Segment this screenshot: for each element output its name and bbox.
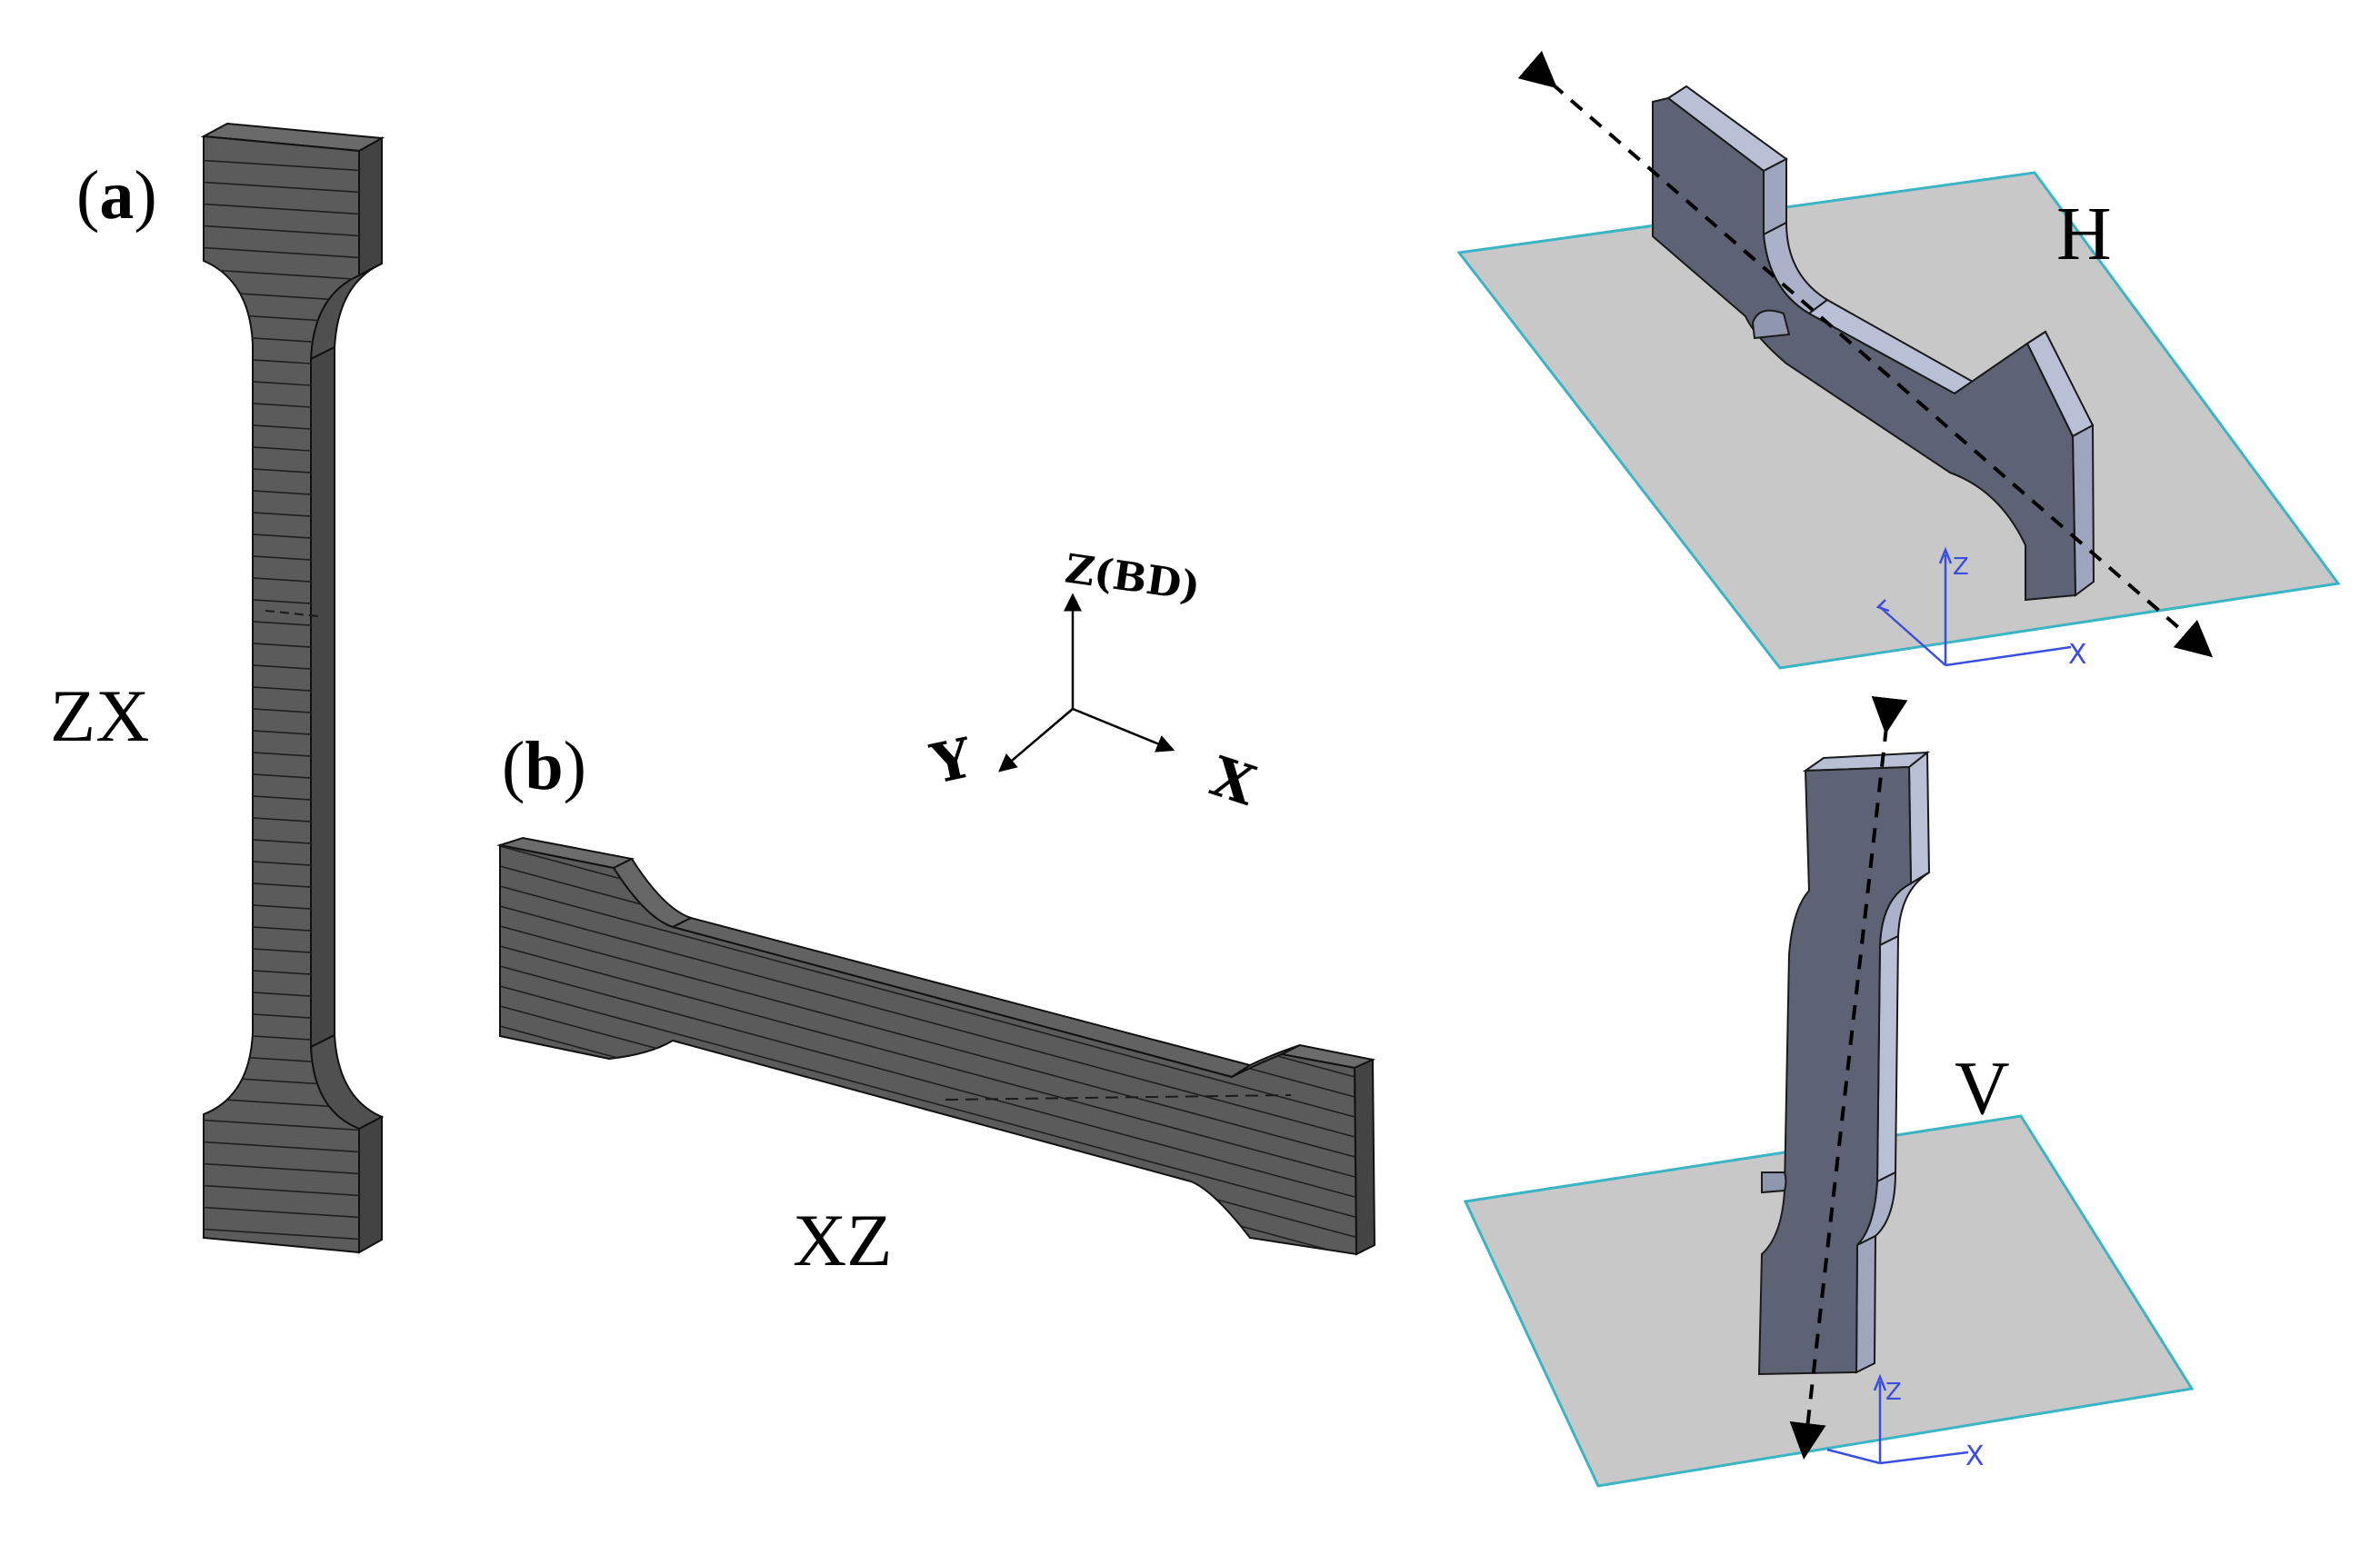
layer-line: [500, 898, 1356, 1145]
vertical-label: V: [1955, 1046, 2010, 1131]
panel-a-label: (a): [76, 157, 157, 234]
layer-line: [204, 1140, 359, 1154]
layer-line: [204, 1183, 359, 1198]
vertical-small-x: X: [1965, 1440, 1985, 1472]
horizontal-small-x: X: [2068, 639, 2087, 671]
layer-line: [500, 1218, 1356, 1254]
layer-line: [500, 1238, 1356, 1254]
layer-line: [500, 958, 1356, 1205]
layer-line: [204, 1161, 359, 1176]
vertical-small-z: Z: [1885, 1379, 1902, 1406]
coordinate-triad: [998, 593, 1175, 772]
layer-line: [204, 180, 359, 194]
horizontal-small-z: Z: [1953, 553, 1969, 581]
layer-line: [204, 245, 359, 260]
vertical-orientation-figure: [1463, 695, 2195, 1488]
zx-label: ZX: [50, 674, 149, 757]
layer-line: [204, 1205, 359, 1220]
layer-line: [500, 878, 1356, 1125]
layer-line: [204, 1118, 359, 1132]
layer-line: [204, 158, 359, 173]
xz-label: XZ: [793, 1199, 892, 1281]
layer-line: [204, 224, 359, 238]
zx-specimen: [200, 122, 385, 1254]
layer-line: [473, 1279, 1382, 1524]
horizontal-orientation-figure: [1456, 50, 2341, 670]
layer-line: [500, 1198, 1356, 1254]
panel-b-label: (b): [502, 728, 586, 804]
layer-line: [500, 918, 1356, 1165]
x-axis-label: X: [1203, 745, 1263, 819]
layer-line: [204, 1227, 359, 1241]
layer-line: [204, 202, 359, 216]
y-axis-label: Y: [925, 726, 979, 797]
layer-line: [473, 1259, 1382, 1504]
horizontal-label: H: [2056, 192, 2112, 276]
z-axis-label: Z(BD): [1062, 545, 1203, 610]
layer-line: [500, 938, 1356, 1185]
layer-line: [500, 978, 1356, 1225]
